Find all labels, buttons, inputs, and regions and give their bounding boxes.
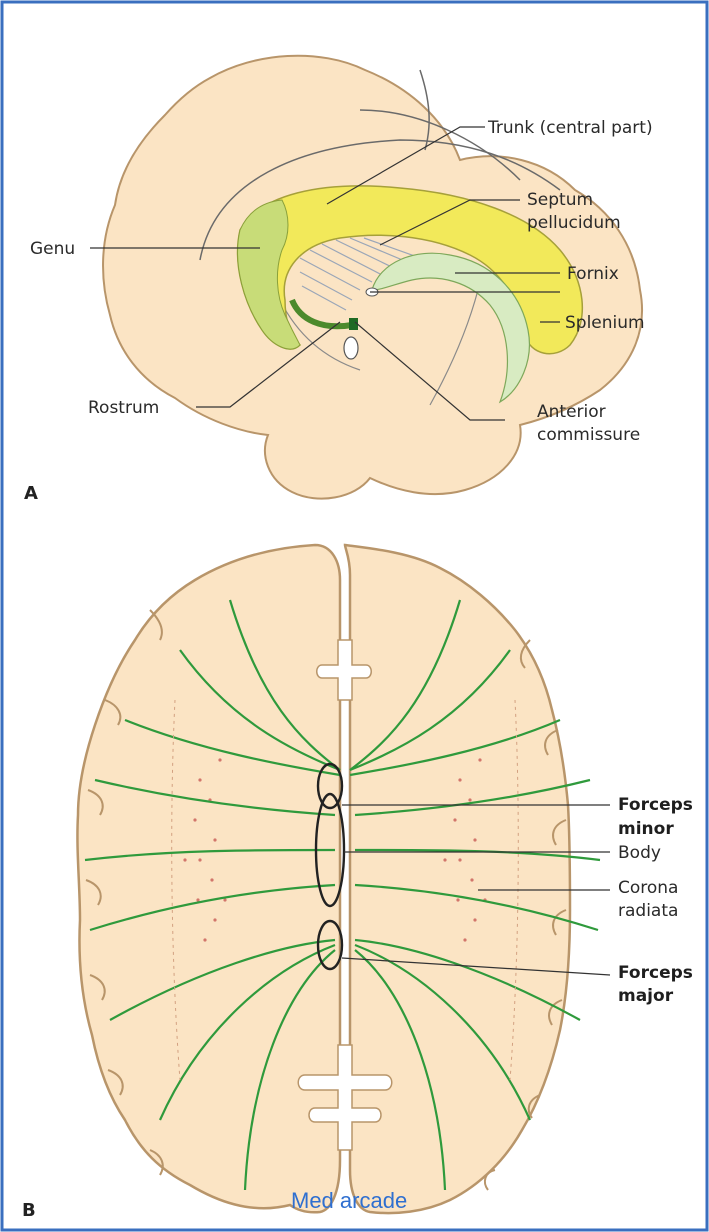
label-forceps-minor-1: Forceps [618,795,693,815]
label-genu: Genu [30,239,75,259]
label-corona-2: radiata [618,901,678,921]
label-forceps-major-1: Forceps [618,963,693,983]
label-splenium: Splenium [565,313,645,333]
label-fornix: Fornix [567,264,619,284]
label-corona-1: Corona [618,878,678,898]
label-forceps-minor-2: minor [618,819,674,839]
watermark-text: Med arcade [291,1188,407,1213]
label-forceps-major-2: major [618,986,674,1006]
label-anterior-2: commissure [537,425,640,445]
label-septum-1: Septum [527,190,593,210]
label-septum-2: pellucidum [527,213,621,233]
panel-a-letter: A [24,483,38,504]
label-anterior-1: Anterior [537,402,606,422]
optic-shape [344,337,358,359]
label-body: Body [618,843,661,863]
panel-b-letter: B [22,1200,36,1221]
label-trunk: Trunk (central part) [487,118,653,138]
label-rostrum: Rostrum [88,398,159,418]
